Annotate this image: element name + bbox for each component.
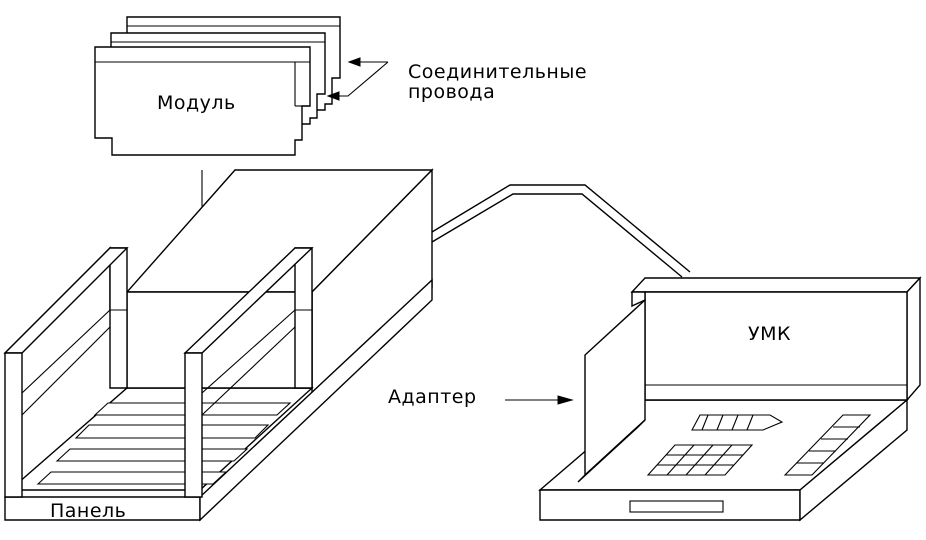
adapter-label: Адаптер: [388, 386, 477, 408]
umk-device: УМК: [538, 276, 922, 522]
adapter-edge: [577, 419, 646, 483]
panel: Панель: [3, 168, 434, 522]
umk-slot: [629, 500, 724, 513]
umk-lid-front: [644, 291, 908, 401]
wires-callout: Соединительные провода: [326, 57, 587, 103]
module-card-front: [94, 46, 311, 156]
panel-slot: [55, 448, 249, 462]
wires-label-line1: Соединительные: [408, 61, 587, 83]
panel-box-front: [126, 291, 313, 389]
umk-key-row: [691, 414, 784, 431]
wires-label-line2: провода: [408, 81, 495, 103]
cable: [431, 184, 691, 278]
umk-base-side: [799, 398, 908, 522]
module-stack: Модуль: [94, 16, 341, 156]
module-label: Модуль: [157, 92, 236, 114]
panel-slot: [36, 471, 228, 485]
umk-lid-side: [906, 276, 921, 402]
umk-label: УМК: [748, 323, 791, 345]
umk-lid-top: [630, 277, 922, 293]
umk-key-column: [783, 414, 872, 476]
panel-label: Панель: [50, 500, 126, 522]
panel-slot: [74, 424, 270, 439]
adapter-callout: Адаптер: [388, 386, 574, 408]
panel-base-side: [199, 278, 433, 522]
